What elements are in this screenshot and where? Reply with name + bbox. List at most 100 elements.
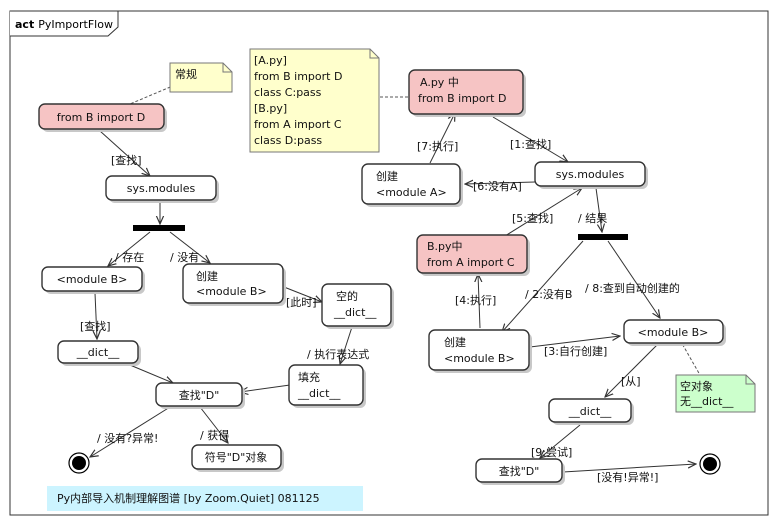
note-code-line: from A import C — [254, 118, 342, 131]
node-text: <module A> — [376, 186, 447, 199]
label-none: / 没有 — [170, 250, 199, 264]
node-text: <module B> — [638, 326, 709, 339]
edge-sysmodules-bar-r — [595, 187, 602, 232]
caption-text: Py内部导入机制理解图谱 [by Zoom.Quiet] 081125 — [57, 491, 320, 505]
label-result: / 结果 — [578, 212, 607, 225]
node-text: __dict__ — [76, 346, 120, 359]
node-left-sysmodules: sys.modules — [105, 175, 219, 203]
label-now: [此时] — [286, 296, 317, 309]
final-node-left — [68, 452, 90, 474]
node-text: 符号"D"对象 — [205, 450, 268, 464]
node-left-start: from B import D — [38, 103, 167, 132]
node-text: <module B> — [196, 285, 267, 298]
fork-bar-left — [133, 225, 185, 231]
node-text: <module B> — [57, 273, 128, 286]
note-code-line: from B import D — [254, 70, 342, 83]
node-text: 创建 — [444, 335, 466, 349]
node-right-b-py: B.py中 from A import C — [416, 234, 530, 276]
label-self3: [3:自行创建] — [544, 344, 607, 358]
label-exists: / 存在 — [115, 250, 144, 264]
edge-find-sysmodules — [99, 130, 150, 176]
edge-exists — [108, 231, 151, 266]
node-right-find: 查找"D" — [475, 458, 565, 485]
label-get: / 获得 — [200, 429, 229, 442]
edge-exec7 — [429, 113, 455, 164]
note-normal-text: 常规 — [175, 67, 197, 81]
note-code-line: [B.py] — [254, 102, 287, 115]
node-left-dict: __dict__ — [57, 340, 141, 366]
diagram-frame — [9, 10, 769, 516]
node-text: from B import D — [418, 92, 506, 105]
node-left-moduleB: <module B> — [41, 266, 145, 294]
node-right-moduleB: <module B> — [623, 319, 726, 346]
node-left-empty-dict: 空的 __dict__ — [321, 283, 394, 329]
edge-none-err2 — [562, 464, 696, 473]
edge-auto8 — [607, 240, 660, 318]
label-find-1: [1:查找] — [510, 137, 551, 151]
note-normal: 常规 — [169, 62, 233, 93]
node-right-dict: __dict__ — [548, 398, 634, 425]
label-from: [从] — [621, 375, 641, 388]
label-no-a6: [6:没有A] — [473, 179, 522, 193]
node-text: 填充 — [298, 370, 320, 384]
node-left-symbol: 符号"D"对象 — [191, 444, 284, 472]
edge-dict-find — [129, 364, 173, 383]
label-find1: [查找] — [111, 153, 142, 167]
node-text: sys.modules — [127, 182, 196, 195]
node-text: B.py中 — [427, 240, 463, 253]
edge-none-err — [90, 406, 171, 457]
node-text: 空的 — [336, 289, 358, 303]
edge-find2 — [95, 292, 97, 339]
edge-no-b2 — [502, 240, 584, 332]
edge-exec4 — [478, 274, 480, 329]
edge-find5 — [504, 188, 582, 237]
label-auto8: / 8:查到自动创建的 — [585, 281, 680, 295]
label-try9: [9:尝试] — [531, 446, 572, 459]
edge-self3 — [529, 336, 620, 348]
node-left-fill: 填充 __dict__ — [288, 364, 366, 408]
note-code-line: class D:pass — [254, 134, 322, 147]
label-none-err: / 没有?异常! — [97, 431, 158, 445]
node-left-find: 查找"D" — [155, 382, 245, 409]
note-empty-object: 空对象 无__dict__ — [675, 374, 756, 413]
node-text: from A import C — [427, 256, 515, 269]
label-exec4: [4:执行] — [455, 293, 496, 307]
node-left-create: 创建 <module B> — [182, 263, 286, 306]
fork-bar-right — [578, 234, 628, 240]
node-text: __dict__ — [297, 387, 341, 400]
edge-now — [283, 286, 322, 302]
note-empty-line: 无__dict__ — [680, 395, 734, 408]
note-code-line: [A.py] — [254, 54, 287, 67]
label-exec7: [7:执行] — [417, 139, 458, 153]
edge-from — [605, 343, 659, 397]
note-empty-line: 空对象 — [680, 379, 713, 393]
note-code-line: class C:pass — [254, 86, 322, 99]
edge-try9 — [540, 424, 581, 458]
edge-exec-expr — [340, 326, 353, 364]
label-none-err2: [没有!异常!] — [597, 470, 658, 484]
label-find5: [5:查找] — [512, 211, 553, 225]
edge-find-1 — [492, 116, 568, 162]
note-code: [A.py] from B import D class C:pass [B.p… — [249, 48, 380, 153]
node-text: <module B> — [444, 352, 515, 365]
final-node-right — [699, 453, 721, 475]
edge-none — [169, 231, 210, 263]
node-text: from B import D — [57, 111, 145, 124]
edge-fill-find — [240, 384, 291, 392]
node-text: 查找"D" — [179, 388, 220, 402]
node-right-a-py: A.py 中 from B import D — [408, 69, 526, 117]
node-right-create-b: 创建 <module B> — [428, 329, 532, 373]
node-text: __dict__ — [333, 306, 377, 319]
caption-box — [47, 486, 363, 511]
label-find2: [查找] — [80, 319, 111, 333]
frame-tab — [10, 10, 119, 37]
node-right-sysmodules: sys.modules — [534, 161, 648, 189]
node-right-create-a: 创建 <module A> — [361, 163, 463, 207]
node-text: 查找"D" — [499, 464, 540, 478]
edge-no-a6 — [465, 182, 536, 184]
note-link-normal — [129, 84, 176, 105]
label-no-b2: / 2:没有B — [525, 287, 572, 301]
node-text: 创建 — [196, 269, 218, 283]
